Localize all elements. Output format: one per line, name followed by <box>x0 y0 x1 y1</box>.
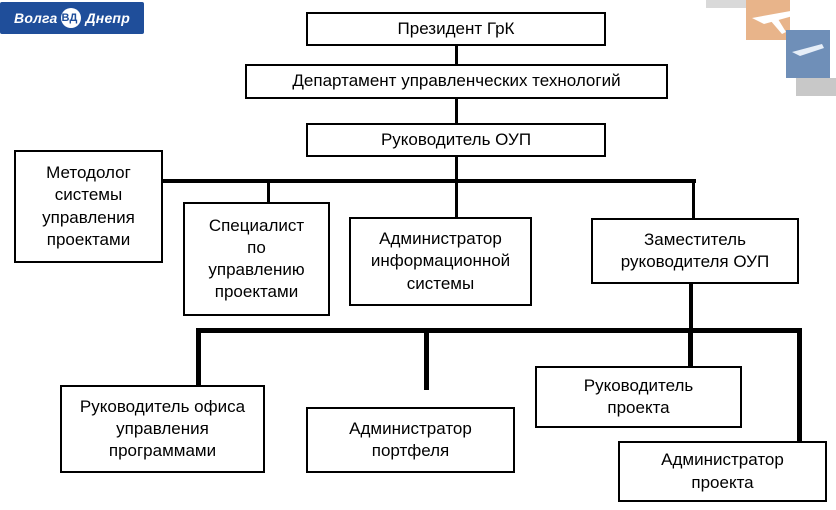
node-department: Департамент управленческих технологий <box>245 64 668 99</box>
node-project-admin: Администратор проекта <box>618 441 827 502</box>
connector-bus-project-admin <box>797 330 802 442</box>
logo-text-right: Днепр <box>85 10 130 26</box>
aircraft-decoration-icon <box>706 0 836 96</box>
node-program-office-head: Руководитель офиса управления программам… <box>60 385 265 473</box>
node-pm-specialist: Специалист по управлению проектами <box>183 202 330 316</box>
node-is-admin: Администратор информационной системы <box>349 217 532 306</box>
connector-president-department <box>455 45 458 65</box>
connector-bus-is-admin <box>455 181 458 218</box>
bus-level-3 <box>196 328 802 333</box>
connector-bus-deputy <box>692 181 695 219</box>
connector-department-head <box>455 98 458 124</box>
connector-deputy-bus <box>689 283 693 330</box>
connector-bus-portfolio-admin <box>424 330 429 390</box>
connector-head-bus <box>455 156 458 181</box>
connector-bus-program-office <box>196 330 201 386</box>
node-project-head: Руководитель проекта <box>535 366 742 428</box>
connector-bus-project-head <box>688 330 693 368</box>
node-head-oup: Руководитель ОУП <box>306 123 606 157</box>
logo-badge-icon: ВД <box>61 8 82 28</box>
volga-dnepr-logo: Волга ВД Днепр <box>0 2 144 34</box>
connector-bus-pm-specialist <box>267 181 270 203</box>
node-president: Президент ГрК <box>306 12 606 46</box>
bus-level-2 <box>162 179 696 183</box>
logo-text-left: Волга <box>14 10 58 26</box>
node-methodologist: Методолог системы управления проектами <box>14 150 163 263</box>
node-deputy-head: Заместитель руководителя ОУП <box>591 218 799 284</box>
node-portfolio-admin: Администратор портфеля <box>306 407 515 473</box>
